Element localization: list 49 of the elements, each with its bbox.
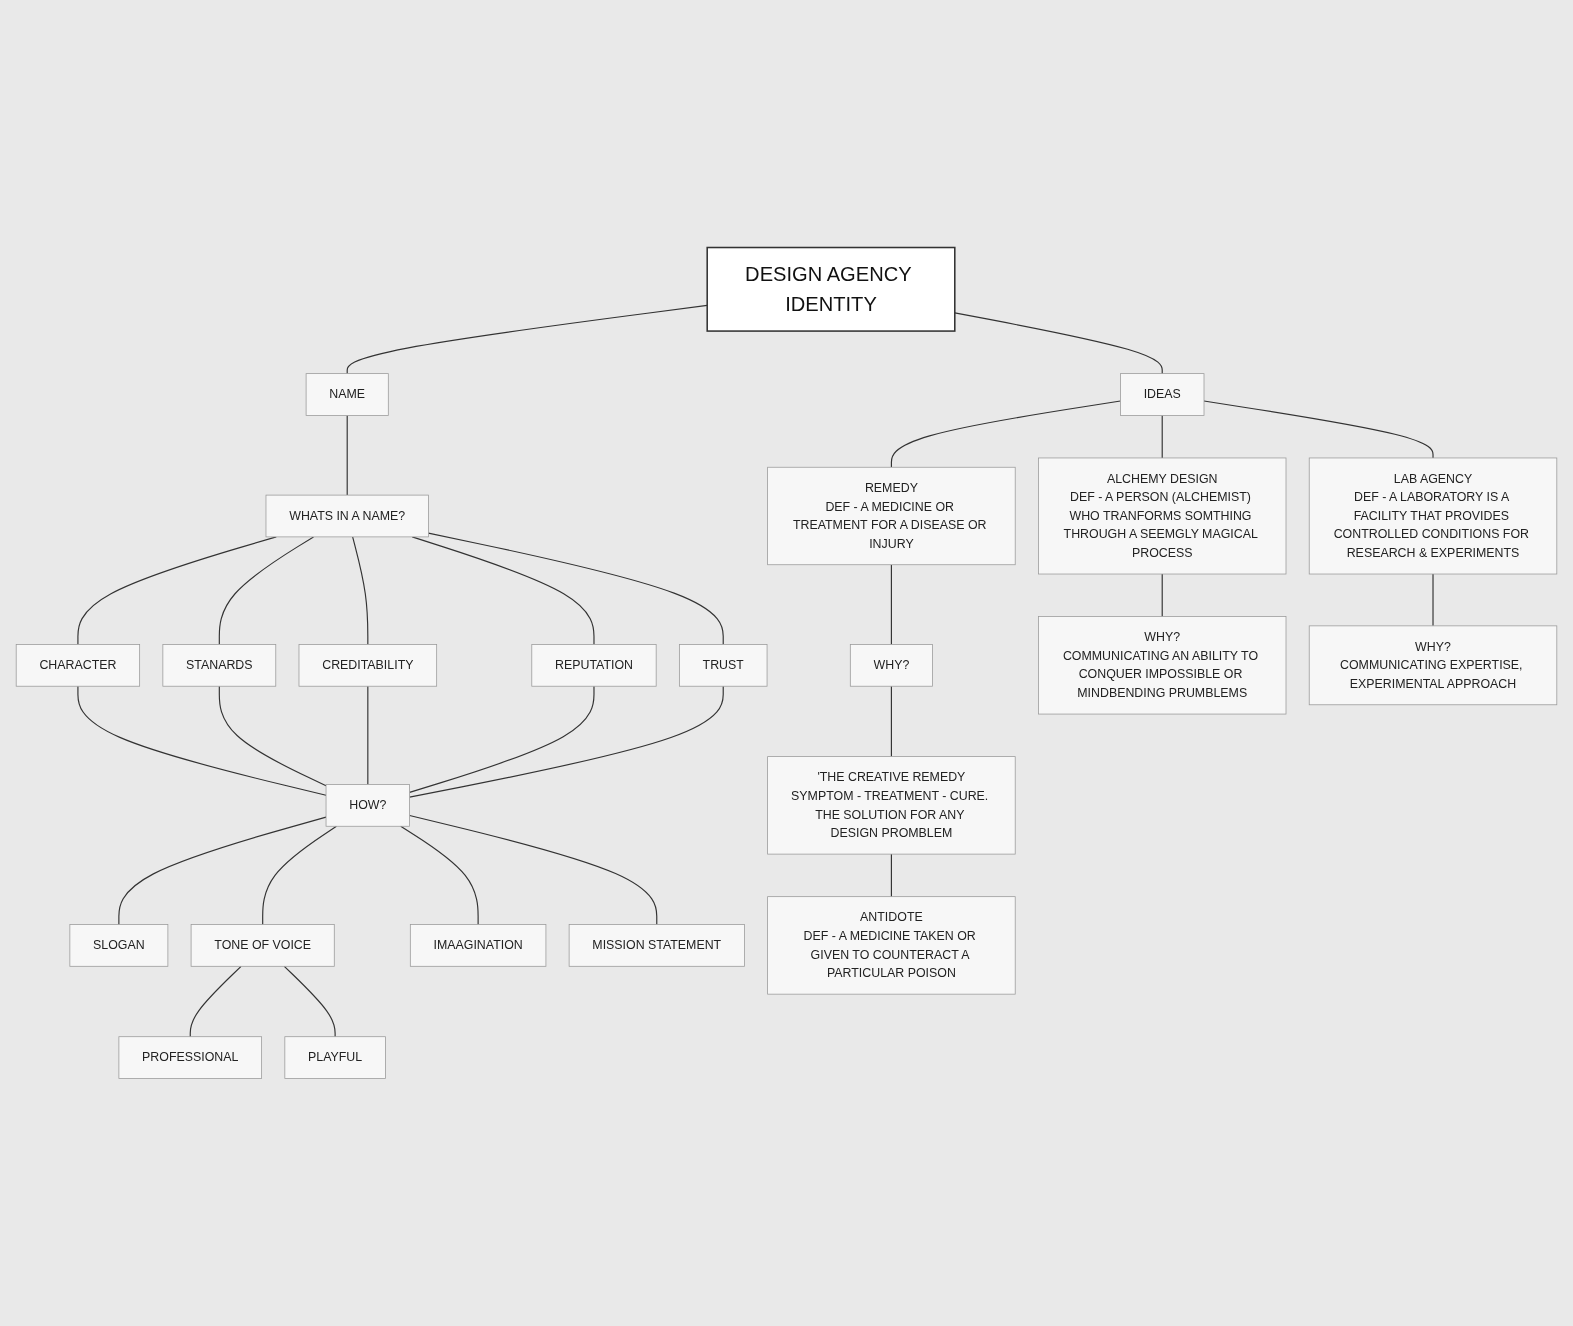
connector: [409, 685, 724, 798]
connector: [954, 312, 1163, 375]
connector: [890, 400, 1121, 468]
node-box: WHY? COMMUNICATING EXPERTISE, EXPERIMENTAL APPROACH: [1308, 625, 1558, 706]
connector: [409, 685, 595, 793]
node-box: NAME: [305, 373, 389, 416]
connector: [1161, 414, 1163, 459]
node-box: TRUST: [679, 644, 768, 687]
node-box: CREDITABILITY: [298, 644, 438, 687]
node-box: WHY? COMMUNICATING AN ABILITY TO CONQUER IMPOSSIBLE OR MINDBENDING PRUMBLEMS: [1038, 616, 1287, 715]
node-box: HOW?: [325, 784, 410, 827]
connector: [283, 965, 336, 1038]
node-box: CHARACTER: [15, 644, 141, 687]
node-box: REPUTATION: [531, 644, 657, 687]
node-box: DESIGN AGENCY IDENTITY: [706, 246, 956, 332]
node-box: ANTIDOTE DEF - A MEDICINE TAKEN OR GIVEN TO COUNTERACT A PARTICULAR POISON: [767, 896, 1016, 995]
connector: [218, 685, 327, 787]
node-box: SLOGAN: [69, 924, 169, 967]
connector: [262, 825, 338, 926]
connector: [189, 965, 242, 1038]
node-box: STANARDS: [162, 644, 277, 687]
connector: [77, 685, 327, 796]
connector: [218, 536, 315, 645]
connector: [427, 532, 724, 645]
node-box: PROFESSIONAL: [118, 1036, 262, 1079]
connector: [400, 825, 479, 926]
connector: [346, 414, 348, 496]
connector: [890, 564, 892, 645]
connector: [409, 814, 658, 926]
node-box: IMAAGINATION: [409, 924, 547, 967]
connector: [890, 853, 892, 898]
node-box: WHY?: [849, 644, 933, 687]
connector: [1432, 573, 1434, 627]
node-box: LAB AGENCY DEF - A LABORATORY IS A FACILITY THAT PROVIDES CONTROLLED CONDITIONS FOR RESEARCH & EXPERIMENTS: [1308, 457, 1558, 575]
node-box: PLAYFUL: [284, 1036, 386, 1079]
connector: [890, 685, 892, 758]
node-box: ALCHEMY DESIGN DEF - A PERSON (ALCHEMIST) WHO TRANFORMS SOMTHING THROUGH A SEEMGLY MAGICAL PROCESS: [1038, 457, 1287, 575]
connector: [1203, 400, 1434, 459]
node-box: TONE OF VOICE: [190, 924, 335, 967]
node-box: 'THE CREATIVE REMEDY SYMPTOM - TREATMENT - CURE. THE SOLUTION FOR ANY DESIGN PROMBLEM: [767, 756, 1016, 855]
node-box: IDEAS: [1120, 373, 1205, 416]
node-box: REMEDY DEF - A MEDICINE OR TREATMENT FOR A DISEASE OR INJURY: [767, 466, 1016, 566]
connector: [367, 685, 369, 786]
connector: [352, 536, 369, 645]
node-box: WHATS IN A NAME?: [265, 494, 429, 538]
node-box: MISSION STATEMENT: [568, 924, 745, 967]
connector: [346, 304, 708, 375]
connector: [1161, 573, 1163, 618]
connector: [118, 816, 327, 926]
